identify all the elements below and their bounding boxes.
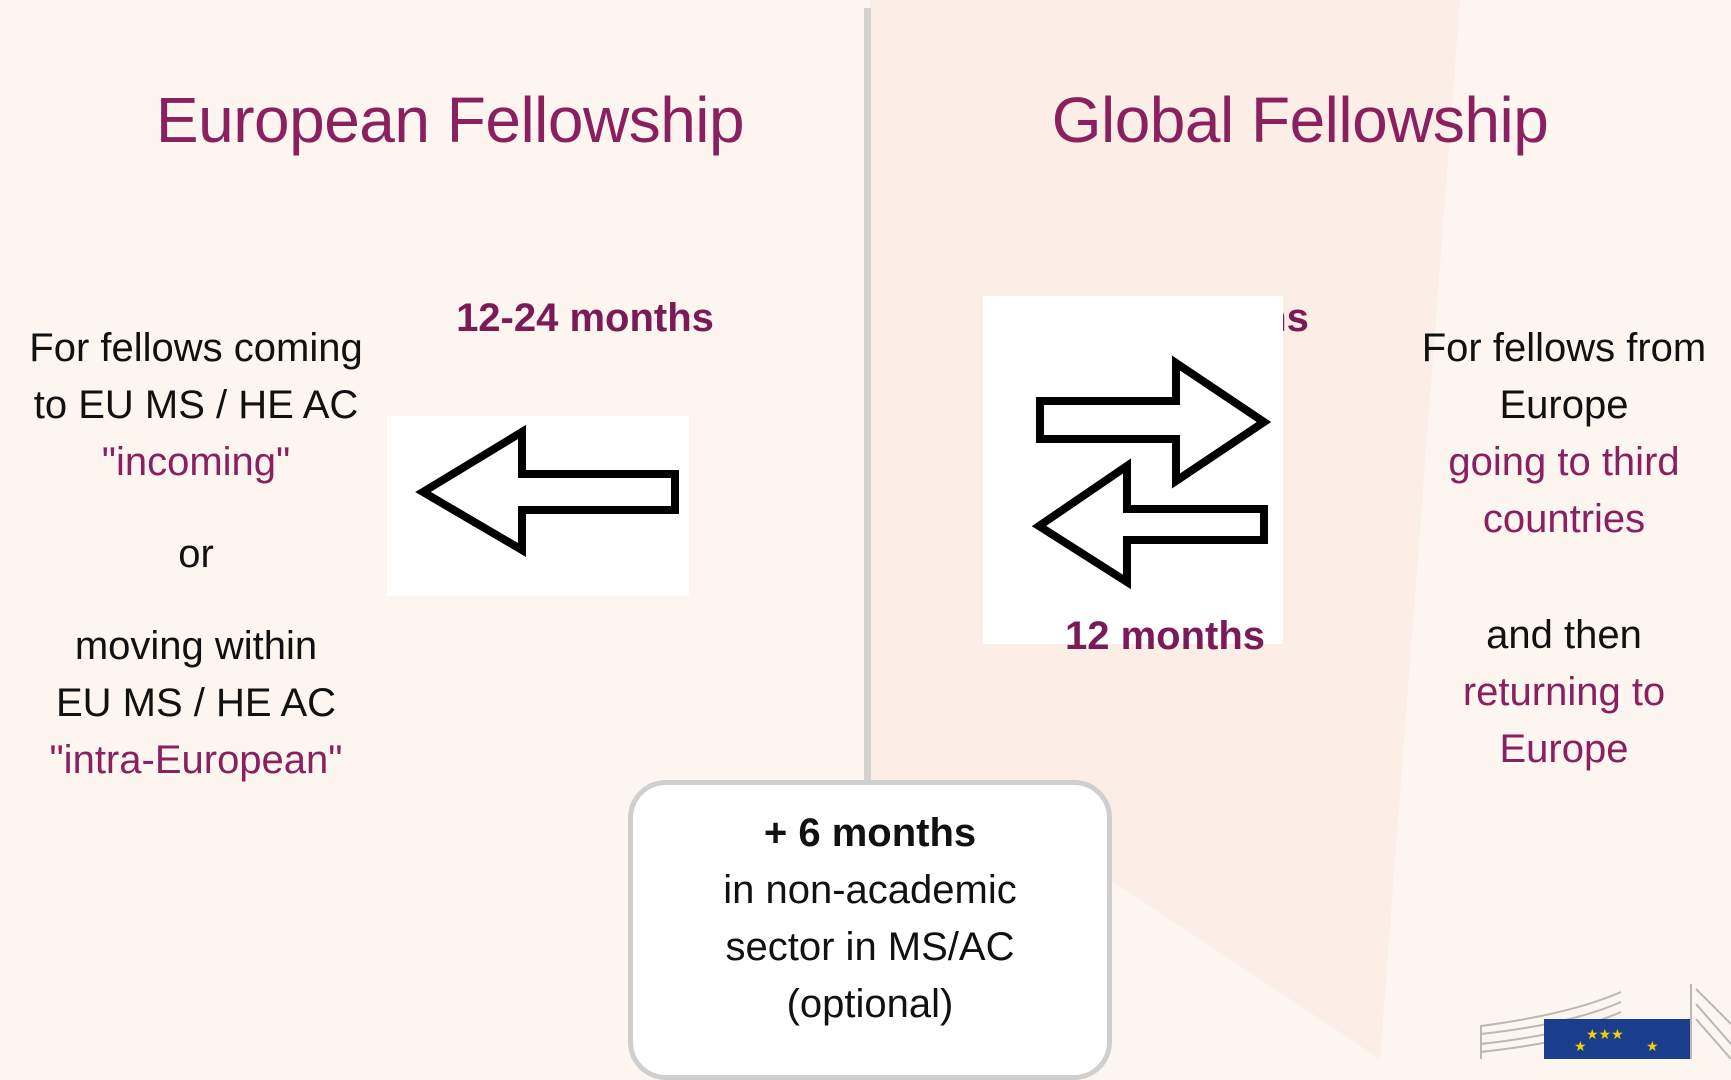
european-line-3: "incoming" <box>101 440 291 484</box>
european-commission-logo: ★★★ ★ ★ <box>1441 984 1731 1059</box>
european-line-4: or <box>178 532 214 576</box>
optional-line-1: + 6 months <box>763 811 977 855</box>
european-line-1: For fellows coming <box>29 326 363 370</box>
svg-text:★: ★ <box>1574 1039 1587 1055</box>
european-fellowship-title: European Fellowship <box>155 84 745 156</box>
exchange-arrows-icon <box>1031 355 1272 590</box>
global-line-4: countries <box>1482 497 1646 541</box>
global-line-6: returning to <box>1462 670 1666 714</box>
optional-line-4: (optional) <box>786 982 954 1026</box>
global-line-1: For fellows from <box>1421 326 1707 370</box>
svg-text:★: ★ <box>1646 1039 1659 1055</box>
european-line-7: "intra-European" <box>49 738 343 782</box>
european-line-6: EU MS / HE AC <box>55 681 337 725</box>
european-line-2: to EU MS / HE AC <box>33 383 359 427</box>
european-duration-label: 12-24 months <box>456 296 714 340</box>
global-fellowship-title: Global Fellowship <box>1051 84 1549 156</box>
svg-text:★★★: ★★★ <box>1586 1027 1624 1043</box>
column-divider <box>864 8 871 783</box>
european-line-5: moving within <box>74 624 318 668</box>
global-arrow-panel <box>983 296 1283 644</box>
global-line-3: going to third <box>1448 440 1680 484</box>
european-arrow-panel <box>387 416 689 596</box>
optional-line-2: in non-academic <box>723 868 1017 912</box>
global-line-2: Europe <box>1499 383 1629 427</box>
optional-secondment-box: + 6 months in non-academic sector in MS/… <box>628 780 1112 1080</box>
left-arrow-icon <box>415 424 679 557</box>
optional-line-3: sector in MS/AC <box>725 925 1015 969</box>
global-return-duration: 12 months <box>1064 614 1266 658</box>
global-line-7: Europe <box>1499 727 1629 771</box>
global-line-5: and then <box>1486 613 1642 657</box>
